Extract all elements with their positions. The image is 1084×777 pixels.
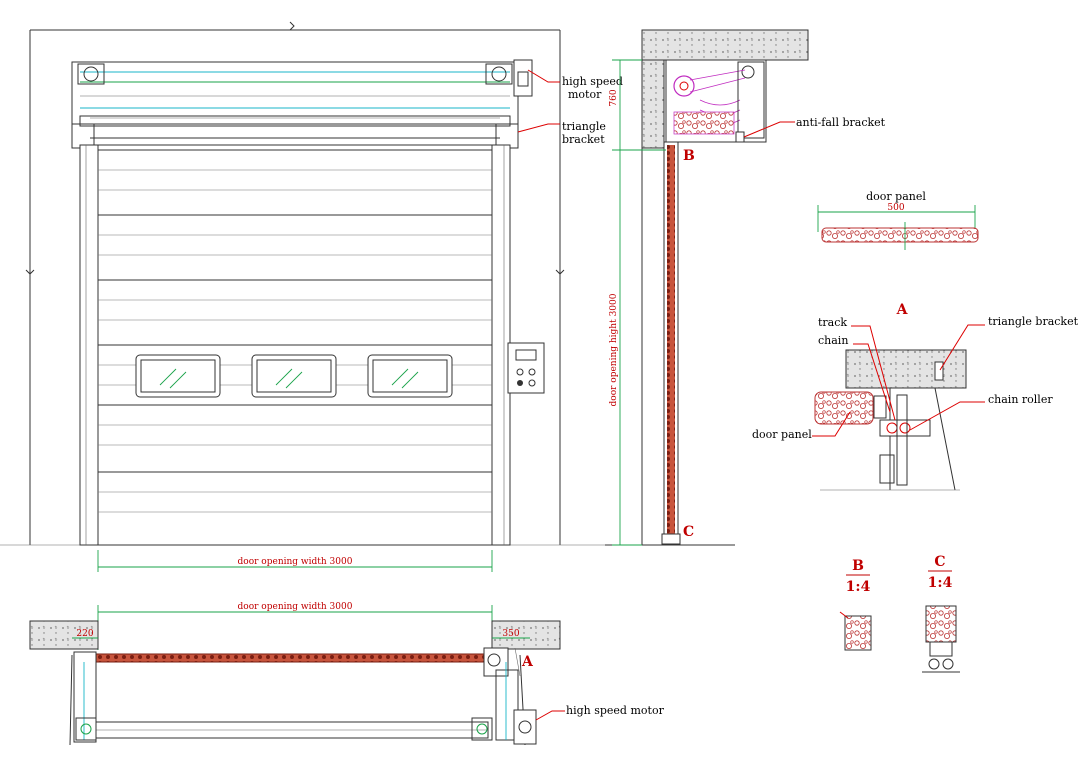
label-plan-motor: high speed motor <box>566 704 665 717</box>
door-panel-dim: 500 <box>887 203 904 213</box>
roller-drum <box>673 75 695 97</box>
label-triangle: triangle <box>562 120 606 133</box>
break-mark-right <box>555 269 565 275</box>
window-2 <box>251 354 337 398</box>
window-3 <box>367 354 453 398</box>
plan-mark-a: A <box>521 654 534 670</box>
side-height-dimension: 760 door opening hight 3000 <box>609 59 666 546</box>
roller-box <box>71 61 519 125</box>
motor-body <box>513 59 533 97</box>
detail-b-scale: 1:4 <box>846 579 871 595</box>
detail-a-lintel <box>845 349 967 389</box>
detail-b: B 1:4 <box>839 558 872 651</box>
motor-leader <box>527 69 560 83</box>
triangle-leader <box>517 123 560 133</box>
detail-a-panel <box>814 391 874 425</box>
detail-a-triangle-bracket <box>934 361 944 381</box>
detail-b-title: B <box>852 558 864 574</box>
lintel-wall <box>641 59 665 149</box>
label-door-panel: door panel <box>752 428 812 441</box>
plan-width-label: door opening width 3000 <box>238 602 353 612</box>
detail-a-track <box>873 395 887 419</box>
left-triangle-bracket <box>71 123 95 149</box>
plan-width-dimension: door opening width 3000 <box>97 602 493 650</box>
label-chain-roller: chain roller <box>988 393 1053 406</box>
mark-b: B <box>683 148 695 164</box>
right-triangle-bracket <box>495 123 519 149</box>
motor-sprocket <box>741 65 755 79</box>
front-width-dimension: door opening width 3000 <box>97 550 493 572</box>
mark-c: C <box>683 524 694 540</box>
label-high-speed: high speed <box>562 75 623 88</box>
side-height-label: door opening hight 3000 <box>609 293 619 406</box>
label-bracket: bracket <box>562 133 605 146</box>
lintel-top <box>641 29 809 61</box>
plan-right-dim: 350 <box>502 629 519 639</box>
window-1 <box>135 354 221 398</box>
detail-c-title: C <box>934 554 945 570</box>
front-width-label: door opening width 3000 <box>238 557 353 567</box>
plan-door-chain <box>95 653 489 663</box>
detail-b-section <box>844 615 872 651</box>
break-mark-left <box>25 269 35 275</box>
front-elevation: high speed motor triangle bracket door o… <box>0 21 623 572</box>
detail-a-title: A <box>896 302 909 318</box>
side-top-dim: 760 <box>609 89 619 106</box>
left-track <box>79 144 99 546</box>
plan-left-track <box>73 651 97 743</box>
right-track <box>491 144 511 546</box>
label-motor: motor <box>568 88 602 101</box>
label-track: track <box>818 316 847 329</box>
detail-c-section <box>925 605 957 643</box>
side-section: anti-fall bracket B C 760 door opening h… <box>605 29 886 546</box>
right-sprocket <box>485 63 513 85</box>
plan-view: door opening width 3000 220 350 high spe… <box>29 602 665 746</box>
label-chain: chain <box>818 334 848 347</box>
anti-fall-leader <box>743 121 795 138</box>
door-windows <box>135 354 453 398</box>
label-triangle-bracket: triangle bracket <box>988 315 1079 328</box>
wall-outline <box>29 29 561 545</box>
door-panel-title: door panel <box>866 190 926 203</box>
control-box <box>507 342 545 394</box>
plan-left-dim: 220 <box>76 629 93 639</box>
detail-c: C 1:4 <box>922 554 960 673</box>
label-anti-fall: anti-fall bracket <box>796 116 886 129</box>
door-panel-detail: door panel 500 <box>817 190 979 250</box>
break-mark-top <box>289 21 295 31</box>
detail-a: A track chain triangle bracket chain rol… <box>752 302 1079 491</box>
plan-right-track <box>495 669 519 741</box>
plan-motor <box>513 709 537 745</box>
side-chain <box>667 145 675 539</box>
door-panel-section <box>821 227 979 243</box>
detail-c-scale: 1:4 <box>928 575 953 591</box>
plan-wall-right <box>491 620 561 650</box>
plan-wall-left <box>29 620 99 650</box>
left-sprocket <box>77 63 105 85</box>
